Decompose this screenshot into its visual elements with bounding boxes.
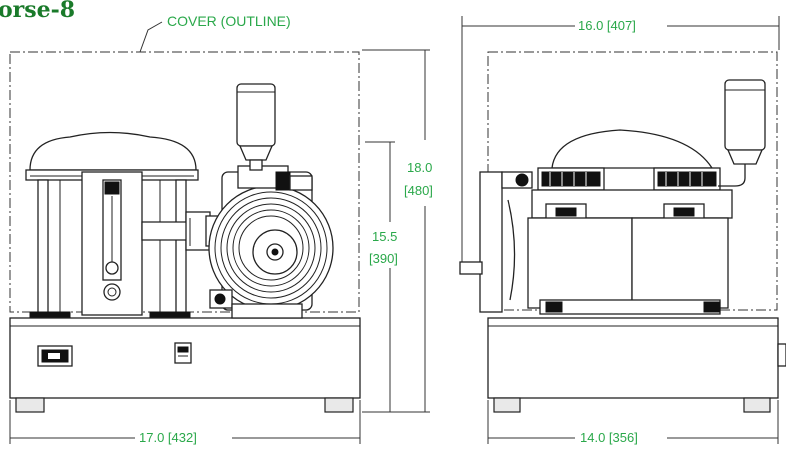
dimension-width-front: 17.0 [432]: [9, 400, 361, 445]
dim-480: [480]: [404, 183, 433, 198]
dimension-height-outer: 18.0 [480]: [362, 49, 433, 413]
reservoir-tank: [25, 131, 199, 318]
dimension-height-inner: 15.5 [390]: [365, 141, 398, 412]
pump-heads: [531, 167, 733, 223]
filter-canister-side: [718, 79, 766, 187]
logo-plate: [37, 345, 73, 367]
dimension-width-side-top: 16.0 [407]: [461, 16, 780, 270]
model-title: orse-8: [0, 0, 75, 23]
pump-assembly: [208, 165, 334, 319]
cover-label: COVER (OUTLINE): [167, 13, 291, 29]
foot-right: [324, 397, 354, 413]
reservoir-dome-side: [551, 129, 714, 169]
motor-bodies: [527, 217, 729, 315]
side-view: 16.0 [407]: [459, 16, 786, 445]
front-view: COVER (OUTLINE): [9, 13, 433, 445]
dim-18-0: 18.0: [407, 160, 432, 175]
dim-14-0: 14.0 [356]: [580, 430, 638, 445]
dimension-width-side-bottom: 14.0 [356]: [487, 400, 779, 445]
foot-side-left: [493, 397, 521, 413]
base-side: [487, 317, 779, 399]
foot-side-right: [743, 397, 771, 413]
power-switch-icon: [174, 342, 192, 364]
filter-canister: [236, 83, 276, 171]
cover-callout: COVER (OUTLINE): [139, 13, 291, 53]
dim-16-0: 16.0 [407]: [578, 18, 636, 33]
foot-left: [15, 397, 45, 413]
dim-390: [390]: [369, 251, 398, 266]
dim-17-0: 17.0 [432]: [139, 430, 197, 445]
dim-15-5: 15.5: [372, 229, 397, 244]
